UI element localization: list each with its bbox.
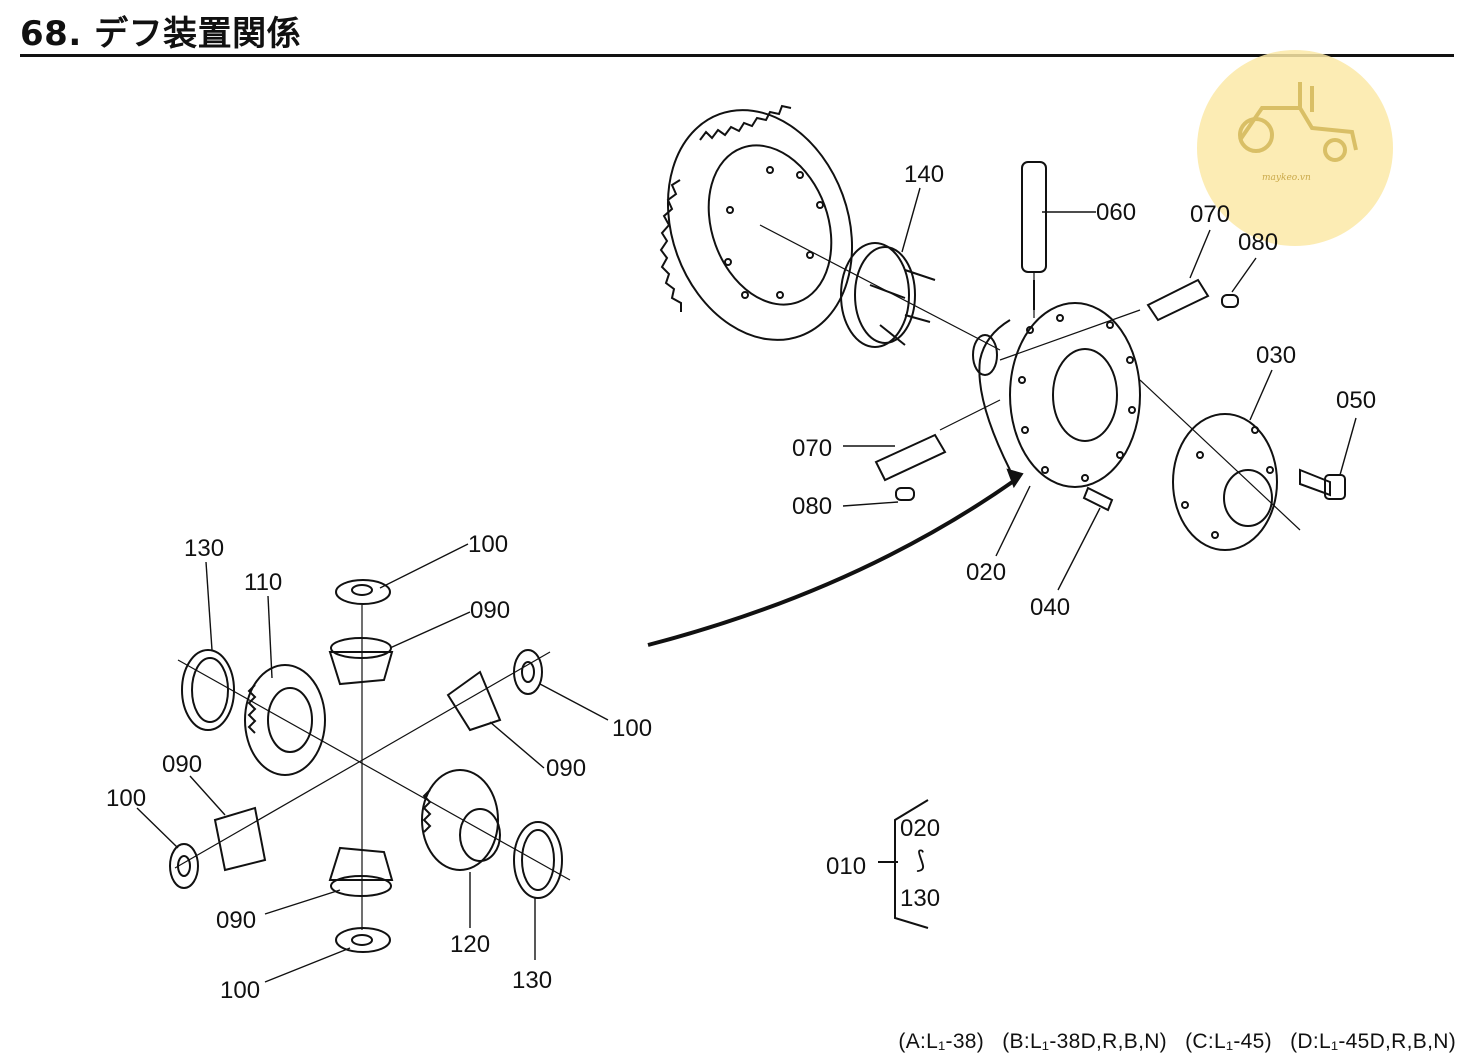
model-d: (D:L₁-45D,R,B,N)	[1290, 1030, 1456, 1053]
label-100-top: 100	[468, 531, 508, 558]
pin-040	[1082, 486, 1114, 512]
pin-070-top	[1146, 278, 1239, 322]
side-gear-110	[244, 664, 326, 776]
model-applicability-footer: (A:L₁-38) (B:L₁-38D,R,B,N) (C:L₁-45) (D:…	[886, 1030, 1456, 1054]
label-110: 110	[244, 569, 282, 596]
assembly-bracket	[878, 799, 929, 929]
label-140: 140	[904, 161, 944, 188]
label-090-left: 090	[162, 751, 202, 778]
ring-gear	[659, 104, 854, 341]
model-a: (A:L₁-38)	[898, 1030, 985, 1053]
washer-130-bottom	[513, 821, 563, 899]
pinion-090-right	[446, 670, 502, 732]
label-090-right: 090	[546, 755, 586, 782]
watermark-circle	[1197, 50, 1393, 246]
assembly-range-start: 020	[900, 815, 940, 842]
watermark: maykeo.vn	[1197, 50, 1393, 246]
label-090-bottom: 090	[216, 907, 256, 934]
washer-100-left	[169, 843, 199, 889]
label-070-top: 070	[1190, 201, 1230, 228]
hub-140	[840, 242, 936, 348]
assembly-range-symbol: ⟆	[916, 847, 925, 874]
label-100-right: 100	[612, 715, 652, 742]
label-080-left: 080	[792, 493, 832, 520]
label-020: 020	[966, 559, 1006, 586]
bolt-050	[1299, 468, 1346, 500]
label-030: 030	[1256, 342, 1296, 369]
label-130-top: 130	[184, 535, 224, 562]
cover-030	[1172, 413, 1278, 551]
label-040: 040	[1030, 594, 1070, 621]
watermark-text: maykeo.vn	[1262, 173, 1311, 183]
center-lines-upper	[759, 224, 1301, 531]
side-gear-120	[421, 769, 501, 871]
label-080-top: 080	[1238, 229, 1278, 256]
assembly-range-end: 130	[900, 885, 940, 912]
label-100-left: 100	[106, 785, 146, 812]
tractor-icon	[1238, 82, 1358, 162]
washer-130-top	[181, 649, 235, 731]
label-060: 060	[1096, 199, 1136, 226]
pinion-090-top	[328, 637, 394, 686]
pinion-090-bottom	[328, 846, 394, 897]
label-120: 120	[450, 931, 490, 958]
page-title: 68. デフ装置関係	[20, 14, 302, 54]
label-100-bottom: 100	[220, 977, 260, 1004]
label-090-top: 090	[470, 597, 510, 624]
title-rule	[20, 54, 1454, 57]
pinion-090-left	[213, 806, 267, 872]
model-b: (B:L₁-38D,R,B,N)	[1002, 1030, 1167, 1053]
label-130-bottom: 130	[512, 967, 552, 994]
assembly-arrow	[647, 476, 1020, 647]
label-050: 050	[1336, 387, 1376, 414]
label-070-left: 070	[792, 435, 832, 462]
differential-case	[972, 302, 1141, 488]
washer-100-top	[335, 579, 391, 605]
assembly-code: 010	[826, 853, 866, 880]
leader-lines	[136, 187, 1357, 983]
washer-100-bottom	[335, 927, 391, 953]
pin-070-left	[874, 433, 947, 501]
washer-100-right	[513, 649, 543, 695]
model-c: (C:L₁-45)	[1185, 1030, 1272, 1053]
center-lines-lower	[174, 605, 571, 930]
